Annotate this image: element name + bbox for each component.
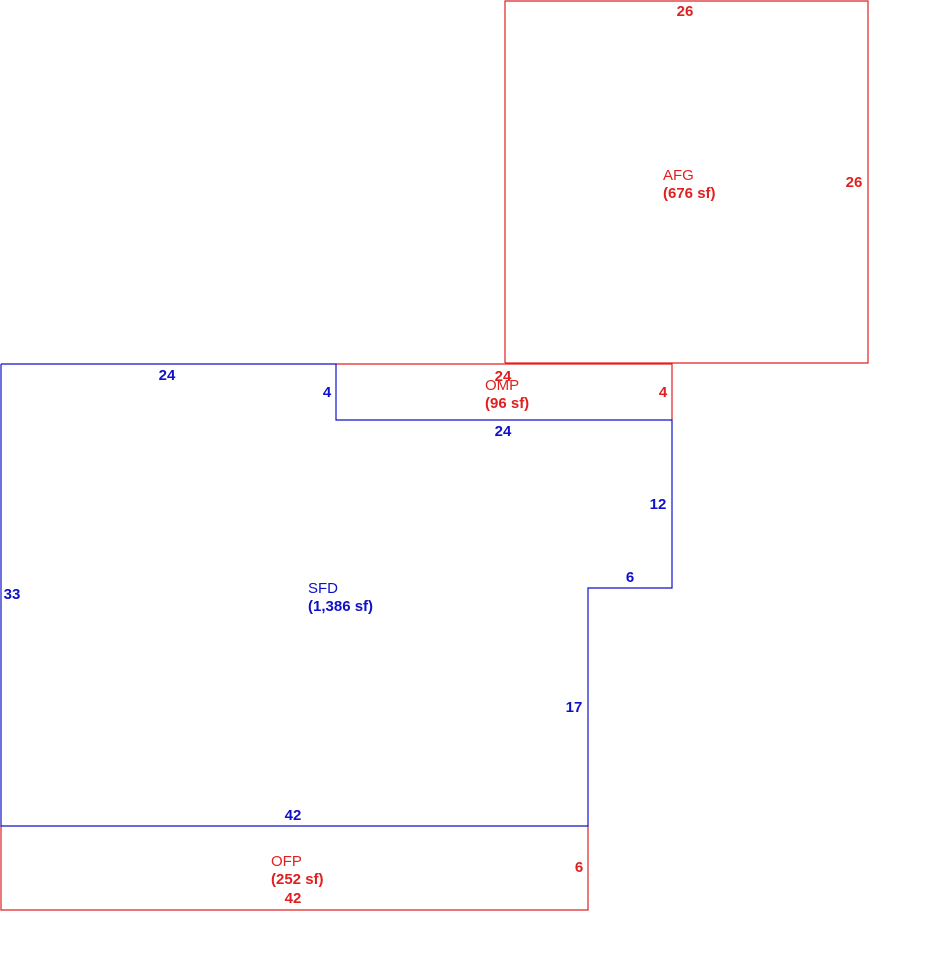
area-afg: 26 26 AFG (676 sf) <box>504 0 869 364</box>
omp-name: OMP <box>485 377 519 394</box>
ofp-dim-bottom: 42 <box>285 890 302 907</box>
afg-area: (676 sf) <box>663 185 716 202</box>
area-sfd: 24 4 24 12 6 17 42 33 SFD (1,386 sf) <box>0 363 673 827</box>
sfd-name: SFD <box>308 580 338 597</box>
omp-dim-right: 4 <box>659 384 668 401</box>
omp-dim-top: 24 <box>495 368 512 385</box>
sfd-outline <box>0 363 673 827</box>
ofp-dim-right: 6 <box>575 859 583 876</box>
sfd-dim-step: 6 <box>626 569 634 586</box>
sfd-dim-notch-left: 4 <box>323 384 332 401</box>
sfd-dim-left: 33 <box>4 586 21 603</box>
afg-dim-right: 26 <box>846 174 863 191</box>
sfd-dim-right-lower: 17 <box>566 699 583 716</box>
omp-outline <box>336 363 673 420</box>
sfd-dim-right-upper: 12 <box>650 496 667 513</box>
omp-area: (96 sf) <box>485 395 529 412</box>
ofp-area: (252 sf) <box>271 871 324 888</box>
sfd-area: (1,386 sf) <box>308 598 373 615</box>
afg-outline <box>504 0 869 364</box>
ofp-outline <box>0 826 589 911</box>
ofp-name: OFP <box>271 853 302 870</box>
sfd-dim-top: 24 <box>159 367 176 384</box>
sfd-dim-notch-bottom: 24 <box>495 423 512 440</box>
area-omp: 24 4 OMP (96 sf) <box>336 363 673 420</box>
afg-name: AFG <box>663 167 694 184</box>
sfd-dim-bottom: 42 <box>285 807 302 824</box>
afg-dim-top: 26 <box>677 3 694 20</box>
area-ofp: 42 6 OFP (252 sf) <box>0 826 589 911</box>
